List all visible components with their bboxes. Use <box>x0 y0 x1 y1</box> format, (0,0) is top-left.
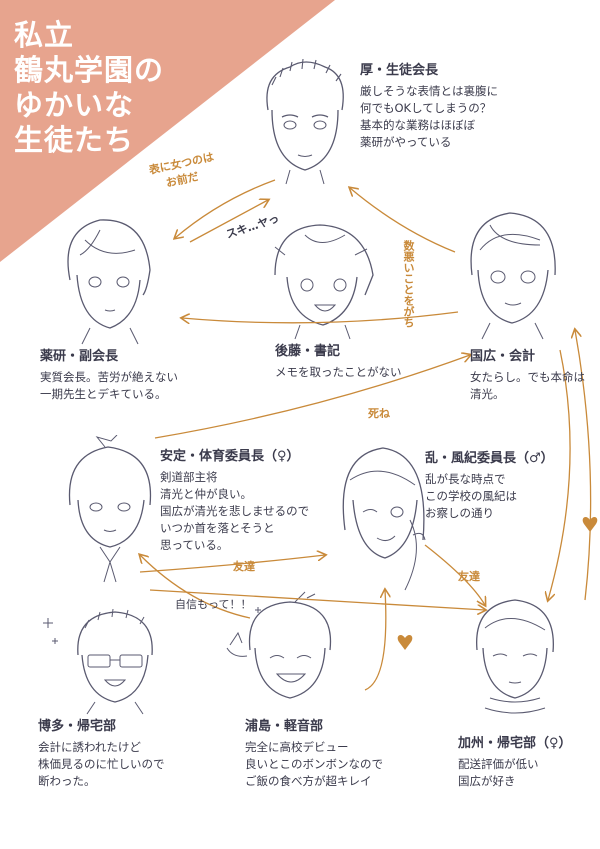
arrow-yasusada-to-kashuu <box>149 589 485 610</box>
face-midare <box>342 447 426 591</box>
card-yasusada-line-1: 剣道部主将 <box>160 470 218 484</box>
card-yasusada-line-2: 清光と仲が良い。 <box>160 487 252 501</box>
card-midare-name: 乱・風紀委員長（♂） <box>425 451 554 466</box>
arrow-yasusada-to-kunihiro <box>154 355 470 439</box>
card-urashima-name: 浦島・軽音部 <box>245 719 324 734</box>
card-hakata-line-2: 株価見るのに忙しいので <box>38 757 165 771</box>
card-gotou-name: 後藤・書記 <box>275 344 341 359</box>
card-midare-line-2: この学校の風紀は <box>425 489 517 503</box>
card-kunihiro-line-2: 清光。 <box>470 387 505 401</box>
face-gotou <box>274 224 374 340</box>
arrow-kunihiro-to-kashuu <box>548 349 571 600</box>
label-kyoudou: 数悪いことをがち <box>402 240 415 328</box>
card-hakata-line-1: 会計に誘われたけど <box>38 740 141 754</box>
card-hakata-name: 博多・帰宅部 <box>38 719 117 734</box>
card-atsu-name: 厚・生徒会長 <box>360 63 439 78</box>
face-atsu <box>266 58 344 185</box>
card-urashima-line-3: ご飯の食べ方が超キレイ <box>245 774 372 788</box>
face-kashuu <box>476 599 554 714</box>
card-kunihiro: 国広・会計 女たらし。でも本命は 清光。 <box>470 348 585 403</box>
arrow-atsu-to-yagen <box>175 179 276 238</box>
arrow-midare-to-kashuu <box>424 544 485 605</box>
card-hakata-line-3: 断わった。 <box>38 774 96 788</box>
face-urashima <box>226 591 332 699</box>
card-yasusada: 安定・体育委員長（♀） 剣道部主将 清光と仲が良い。 国広が清光を悲しませるので… <box>160 448 309 554</box>
card-yagen: 薬研・副会長 実質会長。苦労が絶えない 一期先生とデキている。 <box>40 348 178 403</box>
card-gotou: 後藤・書記 メモを取ったことがない <box>275 343 402 381</box>
card-gotou-line-1: メモを取ったことがない <box>275 365 402 379</box>
label-tomodachi-yasusada: 友達 <box>233 560 255 573</box>
card-atsu-line-1: 厳しそうな表情とは裏腹に <box>360 84 498 98</box>
title-line-4: 生徒たち <box>14 123 135 157</box>
card-kunihiro-line-1: 女たらし。でも本命は <box>470 370 585 384</box>
card-hakata: 博多・帰宅部 会計に誘われたけど 株価見るのに忙しいので 断わった。 <box>38 718 165 790</box>
card-kashuu: 加州・帰宅部（♀） 配送評価が低い 国広が好き <box>458 735 572 790</box>
card-yasusada-name: 安定・体育委員長（♀） <box>160 449 300 464</box>
title-line-3: ゆかいな <box>14 88 135 122</box>
card-kashuu-name: 加州・帰宅部（♀） <box>458 736 572 751</box>
card-urashima-line-2: 良いとこのボンボンなので <box>245 757 383 771</box>
card-yagen-name: 薬研・副会長 <box>40 349 119 364</box>
card-atsu-line-4: 薬研がやっている <box>360 135 452 149</box>
card-yasusada-line-4: いつか首を落とそうと <box>160 521 275 535</box>
card-yasusada-line-3: 国広が清光を悲しませるので <box>160 504 310 518</box>
card-atsu-line-3: 基本的な業務はほぼぼ <box>360 118 475 132</box>
arrow-kunihiro-to-yagen <box>182 311 459 323</box>
card-kashuu-line-1: 配送評価が低い <box>458 757 539 771</box>
card-urashima-line-1: 完全に高校デビュー <box>245 740 349 754</box>
card-yagen-line-1: 実質会長。苦労が絶えない <box>40 370 178 384</box>
card-midare-line-1: 乱が長な時点で <box>425 472 506 486</box>
label-tomodachi-midare: 友達 <box>458 570 480 583</box>
arrow-right-loop-up <box>575 330 592 601</box>
card-atsu: 厚・生徒会長 厳しそうな表情とは裏腹に 何でもOKしてしまうの？ 基本的な業務は… <box>360 62 498 151</box>
face-yagen <box>67 219 151 345</box>
card-kashuu-line-2: 国広が好き <box>458 774 516 788</box>
card-atsu-line-2: 何でもOKしてしまうの？ <box>360 101 492 115</box>
face-kunihiro <box>470 212 556 340</box>
title-line-2: 鶴丸学園の <box>14 53 165 87</box>
label-shine: 死ね <box>368 407 390 420</box>
card-urashima: 浦島・軽音部 完全に高校デビュー 良いとこのボンボンなので ご飯の食べ方が超キレ… <box>245 718 383 790</box>
page-title: 私立 鶴丸学園の ゆかいな 生徒たち <box>14 18 164 158</box>
arrow-kunihiro-to-atsu <box>350 188 456 253</box>
card-kunihiro-name: 国広・会計 <box>470 349 536 364</box>
title-line-1: 私立 <box>14 18 75 52</box>
arrow-urashima-to-yasusada <box>140 555 251 619</box>
heart-icon-2 <box>397 635 413 650</box>
face-yasusada <box>68 435 152 583</box>
arrow-yasusada-to-midare <box>139 555 325 573</box>
face-hakata <box>77 608 153 715</box>
sparkle-icon <box>43 607 261 644</box>
arrow-urashima-to-midare <box>364 590 386 691</box>
heart-icon <box>582 517 598 532</box>
card-midare-line-3: お察しの通り <box>425 506 494 520</box>
label-jishin: 自信もって！！ <box>175 598 252 611</box>
arrow-yagen-to-atsu <box>189 200 268 243</box>
card-yasusada-line-5: 思っている。 <box>160 538 229 552</box>
card-midare: 乱・風紀委員長（♂） 乱が長な時点で この学校の風紀は お察しの通り <box>425 450 554 522</box>
card-yagen-line-2: 一期先生とデキている。 <box>40 387 167 401</box>
